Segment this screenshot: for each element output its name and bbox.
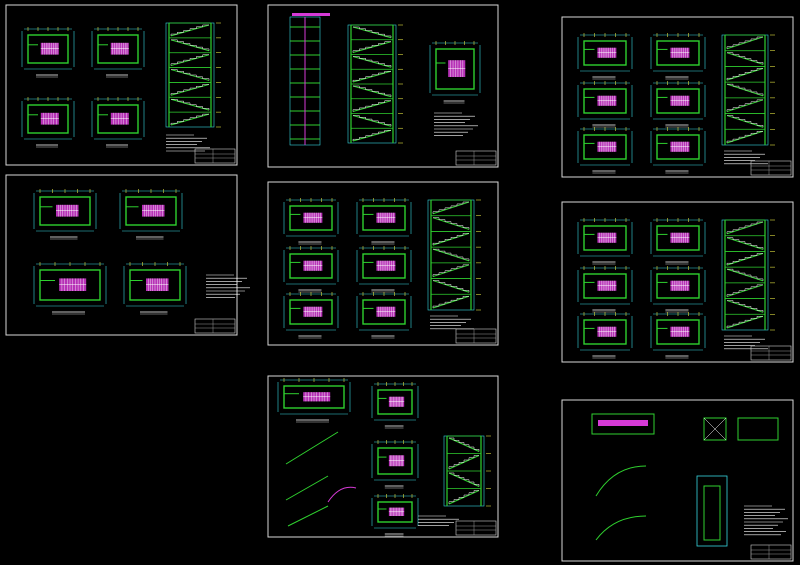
drawing-sheet-7: [561, 201, 794, 363]
drawing-sheet-5: [267, 375, 499, 538]
drawing-sheet-3: [267, 4, 499, 168]
drawing-sheet-2: [5, 174, 250, 336]
drawing-sheet-8: [561, 399, 794, 562]
drawing-sheet-1: [5, 4, 238, 166]
drawing-sheet-6: [561, 16, 794, 178]
drawing-sheet-4: [267, 181, 499, 346]
